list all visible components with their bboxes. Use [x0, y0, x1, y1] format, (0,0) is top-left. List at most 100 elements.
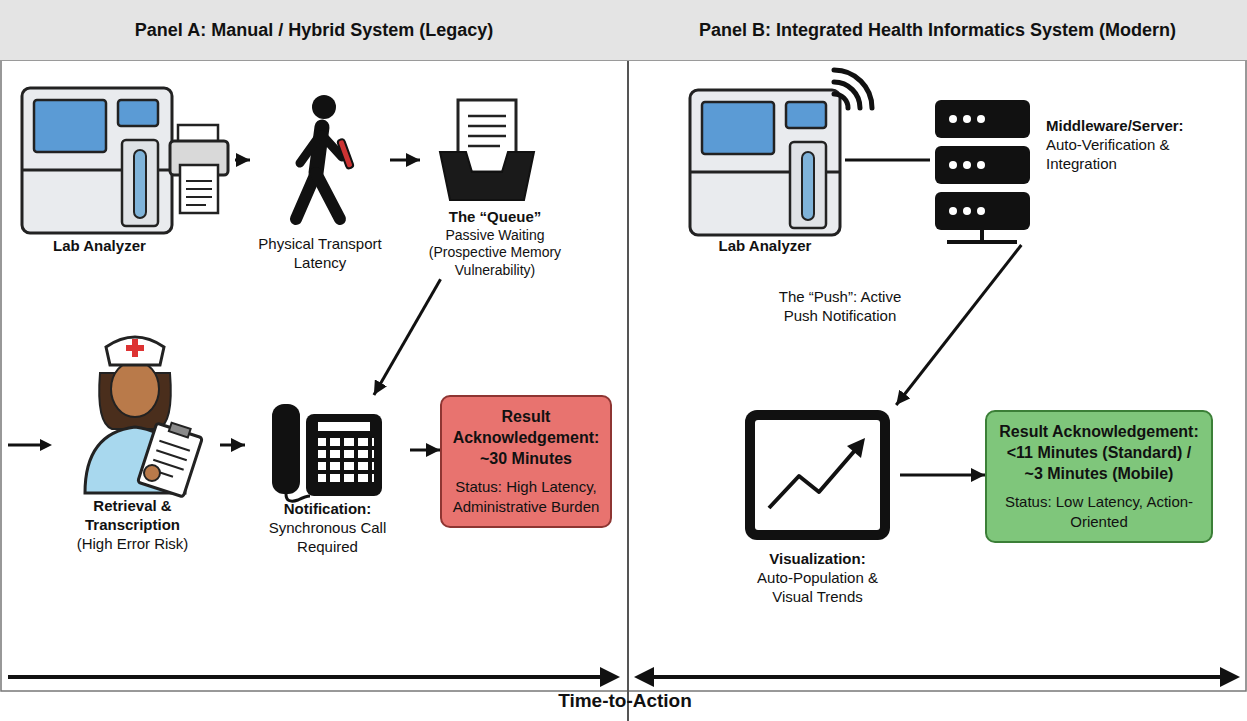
nurse-icon: [85, 337, 204, 497]
telephone-icon-part: [272, 404, 300, 494]
icon-node: Retrieval & Transcription(High Error Ris…: [45, 325, 220, 553]
node-title: Result Acknowledgement: ~30 Minutes: [452, 407, 600, 469]
server-icon-part: [935, 192, 1030, 230]
inbox-tray-icon-part: [468, 145, 500, 148]
result-box: Result Acknowledgement: <11 Minutes (Sta…: [985, 410, 1213, 543]
node-title: Lab Analyzer: [53, 237, 235, 256]
server-icon-part: [949, 207, 957, 215]
tablet-icon-part: [745, 410, 890, 540]
icon-node: Lab Analyzer: [15, 85, 235, 256]
lab-analyzer-icon-part: [22, 88, 172, 233]
nurse-icon-part: [138, 418, 204, 497]
entry-arrow: [8, 439, 52, 451]
connector-arrow: [410, 449, 440, 452]
icon-node: Lab Analyzer: [685, 85, 845, 256]
panel-heading: Panel B: Integrated Health Informatics S…: [628, 0, 1247, 61]
server-icon-part: [963, 207, 971, 215]
tablet-icon-part: [769, 448, 857, 508]
node-body: Status: Low Latency, Action-Oriented: [997, 492, 1201, 531]
walking-person-icon-part: [300, 135, 320, 163]
result-box: Result Acknowledgement: ~30 MinutesStatu…: [440, 395, 612, 528]
time-axis: [8, 667, 1240, 687]
node-title: Physical Transport Latency: [250, 235, 390, 273]
node-title: Lab Analyzer: [685, 237, 845, 256]
panel-divider: [627, 0, 629, 721]
node-title: Result Acknowledgement: <11 Minutes (Sta…: [997, 422, 1201, 484]
server-icon-part: [977, 115, 985, 123]
connector-arrow: [220, 444, 245, 447]
wifi-symbol-part: [834, 82, 860, 108]
time-axis-part: [1220, 667, 1240, 687]
connector-arrow: [374, 279, 441, 395]
wifi-symbol: [834, 70, 872, 108]
printer-icon-part: [186, 204, 206, 206]
time-axis-part: [634, 667, 654, 687]
lab-analyzer-icon-part: [690, 90, 840, 235]
nurse-icon-part: [144, 465, 160, 481]
panel-heading: Panel A: Manual / Hybrid System (Legacy): [0, 0, 628, 61]
telephone-icon-part: [306, 414, 382, 496]
server-icon-part: [963, 115, 971, 123]
lab-analyzer-icon: [690, 90, 840, 235]
connector-arrow: [390, 159, 420, 162]
server-icon-part: [963, 161, 971, 169]
inbox-tray-icon-part: [440, 152, 534, 200]
node-title: The “Queue”: [420, 208, 570, 227]
walking-person-icon-part: [312, 95, 336, 119]
connector-arrow: [845, 159, 930, 162]
node-title: Notification:: [245, 500, 410, 519]
connector-arrow: [235, 159, 250, 162]
inbox-tray-icon: [440, 100, 534, 200]
time-axis-part: [8, 675, 606, 679]
icon-node: Middleware/Server:Auto-Verification & In…: [930, 95, 1230, 245]
entry-arrow-part: [40, 439, 52, 451]
connector-arrow: [900, 474, 985, 477]
tablet-icon-part: [847, 438, 865, 458]
printer-icon: [170, 125, 228, 213]
server-icon-part: [935, 146, 1030, 184]
node-body: Auto-Population & Visual Trends: [735, 569, 900, 607]
node-body: (High Error Risk): [45, 535, 220, 554]
server-icon-part: [949, 115, 957, 123]
lab-analyzer-icon: [22, 88, 172, 233]
tablet-icon: [745, 410, 890, 540]
inbox-tray-icon-part: [468, 125, 506, 128]
time-axis-part: [648, 675, 1225, 679]
time-axis-part: [600, 667, 620, 687]
icon-node: Notification:Synchronous Call Required: [245, 395, 410, 556]
tablet-icon-part: [755, 420, 880, 530]
telephone-icon-part: [318, 438, 374, 486]
icon-node: Physical Transport Latency: [250, 90, 390, 273]
icon-node: The “Queue”Passive Waiting (Prospective …: [420, 90, 570, 279]
walking-person-icon: [296, 95, 354, 219]
nurse-icon-part-part: [156, 450, 186, 460]
edge-label: The “Push”: Active Push Notification: [765, 288, 915, 326]
panel: Panel B: Integrated Health Informatics S…: [628, 0, 1247, 690]
telephone-icon: [272, 404, 382, 501]
inbox-tray-icon-part: [468, 135, 506, 138]
wifi-symbol-part: [834, 94, 848, 108]
server-icon-part: [949, 161, 957, 169]
axis-label: Time-to-Action: [475, 690, 775, 712]
panel: Panel A: Manual / Hybrid System (Legacy)…: [0, 0, 628, 690]
nurse-icon-part: [111, 361, 159, 417]
nurse-icon-part-part: [138, 423, 203, 497]
printer-icon-part: [186, 188, 212, 190]
printer-icon-part: [180, 165, 218, 213]
nurse-icon-part: [126, 345, 144, 351]
inbox-tray-icon-part: [468, 115, 506, 118]
wifi-symbol-part: [834, 70, 872, 108]
nurse-icon-part-part: [159, 441, 189, 451]
server-icon: [935, 100, 1030, 242]
walking-person-icon-part: [316, 173, 340, 219]
server-icon-part: [935, 100, 1030, 138]
nurse-icon-part: [106, 337, 164, 365]
server-icon-part: [977, 207, 985, 215]
walking-person-icon-part: [337, 139, 354, 170]
icon-node: Visualization:Auto-Population & Visual T…: [735, 405, 900, 606]
node-body: Status: High Latency, Administrative Bur…: [452, 477, 600, 516]
